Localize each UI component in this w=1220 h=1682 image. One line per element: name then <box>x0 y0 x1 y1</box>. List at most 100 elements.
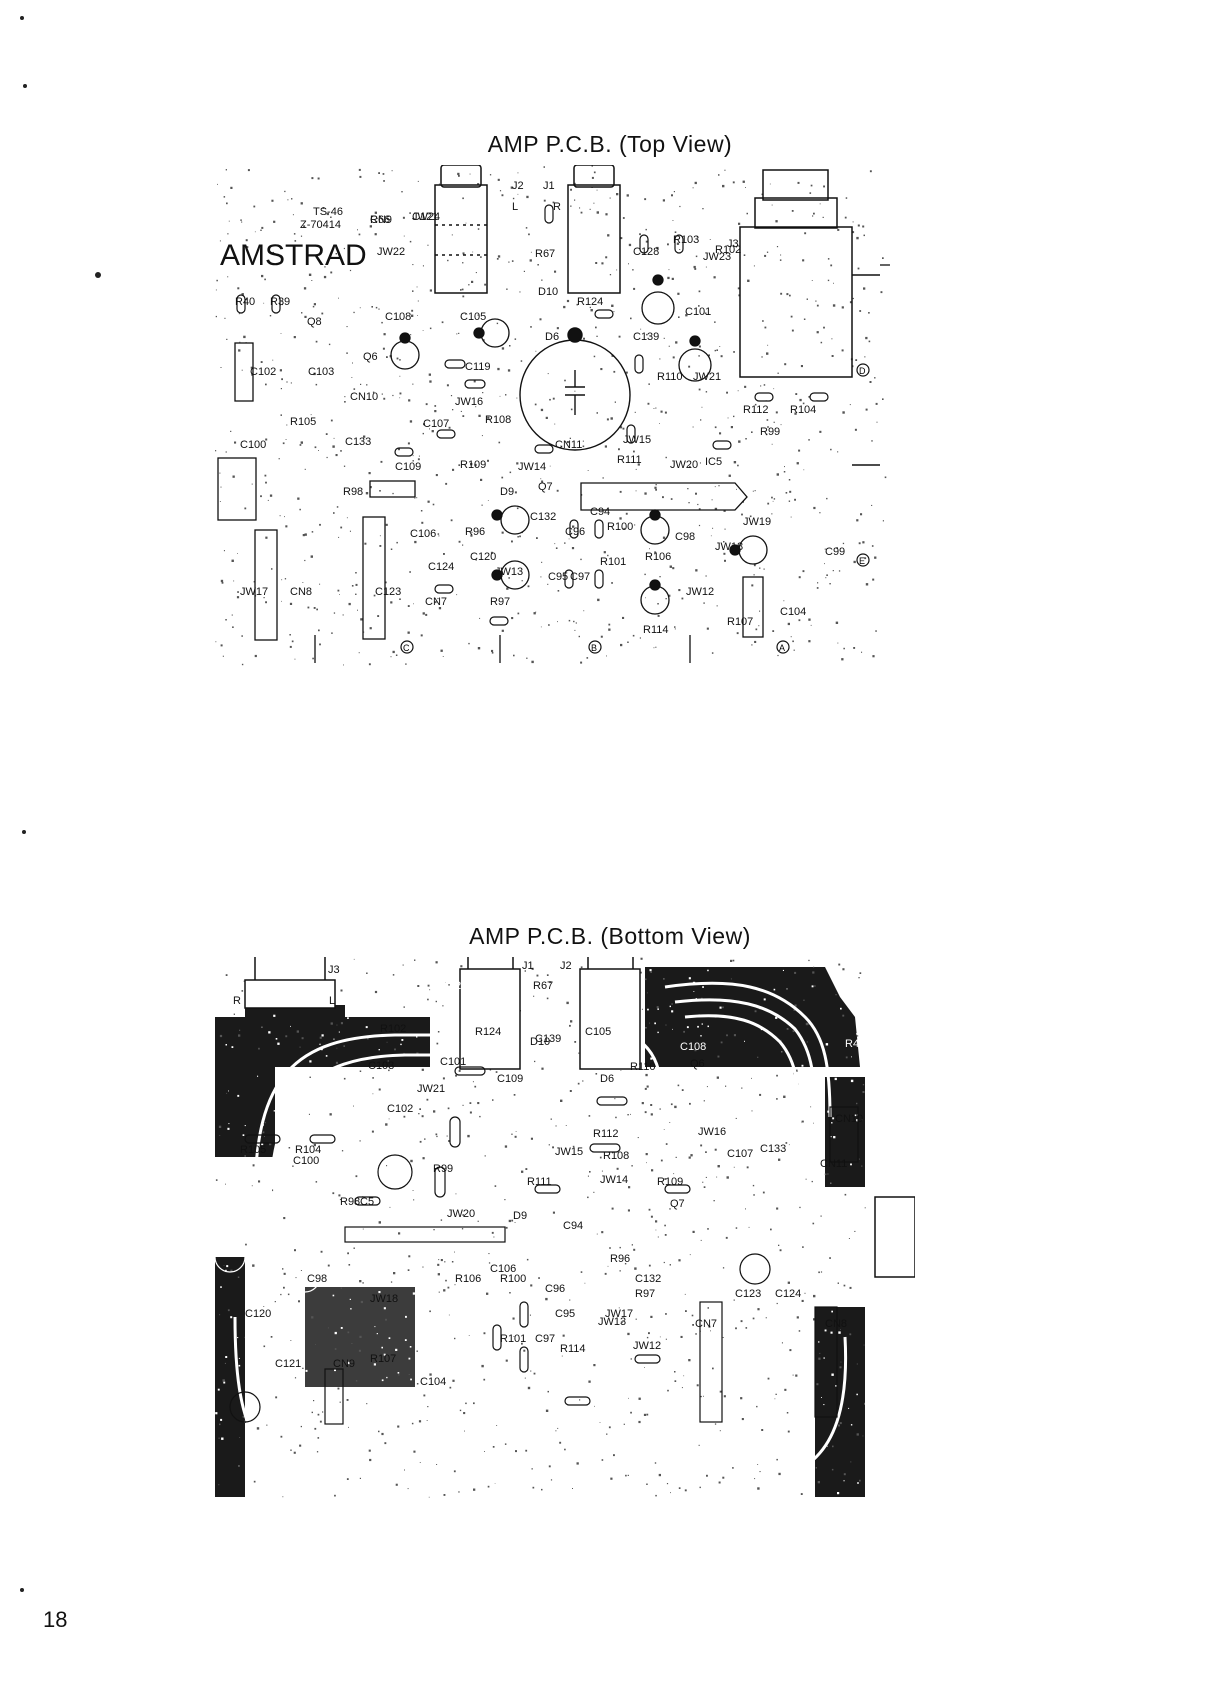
speckle <box>220 644 223 647</box>
speckle <box>726 1176 729 1179</box>
speckle <box>729 1076 732 1078</box>
speckle <box>832 1445 834 1448</box>
speckle <box>396 357 399 360</box>
speckle <box>290 382 292 384</box>
speckle <box>491 652 494 654</box>
speckle <box>788 500 791 502</box>
speckle <box>398 1232 401 1235</box>
speckle <box>384 1395 387 1398</box>
resistor-body <box>519 1301 529 1328</box>
speckle <box>297 497 300 500</box>
component-label: R108 <box>485 414 511 426</box>
speckle <box>234 441 237 444</box>
speckle <box>299 508 301 511</box>
speckle <box>766 352 769 355</box>
speckle <box>606 1326 609 1329</box>
speckle <box>540 478 542 480</box>
speckle <box>590 309 593 312</box>
speckle <box>477 314 479 316</box>
speckle <box>759 1093 762 1096</box>
speckle <box>378 308 380 310</box>
speckle <box>507 1403 510 1406</box>
speckle <box>528 233 530 236</box>
speckle <box>871 440 873 442</box>
speckle <box>669 1366 671 1368</box>
component-label: R124 <box>475 1026 501 1038</box>
speckle <box>548 1144 550 1146</box>
speckle <box>425 1361 427 1364</box>
component-label: JW18 <box>715 541 743 553</box>
speckle <box>225 1183 226 1185</box>
speckle <box>357 229 358 231</box>
speckle <box>835 994 837 996</box>
speckle <box>625 371 628 374</box>
speckle <box>869 170 872 173</box>
speckle <box>519 535 521 538</box>
speckle <box>635 1311 639 1314</box>
speckle <box>279 515 281 517</box>
speckle <box>372 1093 374 1095</box>
speckle <box>416 1390 419 1393</box>
speckle <box>302 534 305 537</box>
speckle <box>493 1206 496 1209</box>
speckle <box>369 486 372 489</box>
speckle <box>657 614 660 617</box>
speckle <box>387 1060 389 1062</box>
speckle <box>300 1270 302 1271</box>
speckle <box>523 1349 526 1352</box>
speckle <box>561 1120 564 1123</box>
speckle <box>410 1222 412 1224</box>
speckle <box>343 1045 345 1047</box>
board-label: R <box>233 995 241 1007</box>
speckle <box>422 612 425 615</box>
component-label: R124 <box>577 296 603 308</box>
speckle <box>802 570 805 573</box>
speckle <box>239 341 241 343</box>
speckle <box>745 187 746 188</box>
speckle <box>546 997 549 1000</box>
speckle <box>340 1185 342 1187</box>
component-label: JW12 <box>633 1340 661 1352</box>
speckle <box>583 610 585 612</box>
speckle <box>817 582 819 584</box>
speckle <box>337 589 340 592</box>
speckle <box>468 1335 470 1336</box>
board-label: J1 <box>522 960 534 972</box>
component-label: JW12 <box>686 586 714 598</box>
speckle <box>571 547 575 550</box>
speckle <box>431 1340 434 1343</box>
speckle <box>681 1128 683 1130</box>
speckle <box>644 1087 647 1090</box>
speckle <box>574 1276 577 1279</box>
speckle <box>438 535 440 537</box>
speckle <box>657 1031 659 1034</box>
speckle <box>574 629 576 631</box>
speckle <box>337 1387 340 1390</box>
speckle <box>622 217 625 219</box>
speckle <box>383 397 386 400</box>
component-label: JW20 <box>447 1208 475 1220</box>
speckle <box>254 654 257 658</box>
speckle <box>676 242 680 245</box>
speckle <box>718 485 720 487</box>
speckle <box>788 479 791 481</box>
speckle <box>653 408 655 409</box>
speckle <box>443 1289 446 1292</box>
speckle <box>570 408 573 411</box>
scan-mark <box>23 84 27 88</box>
speckle <box>600 635 603 638</box>
speckle <box>861 651 863 653</box>
speckle <box>606 1324 607 1325</box>
speckle <box>383 333 386 336</box>
speckle <box>751 584 754 587</box>
speckle <box>446 1149 447 1151</box>
speckle <box>719 1430 721 1432</box>
speckle <box>859 1479 861 1482</box>
speckle <box>402 1457 405 1460</box>
speckle <box>355 593 357 595</box>
speckle <box>219 1423 221 1426</box>
speckle <box>626 1416 629 1419</box>
speckle <box>461 288 464 291</box>
speckle <box>238 1465 240 1467</box>
speckle <box>707 969 709 972</box>
